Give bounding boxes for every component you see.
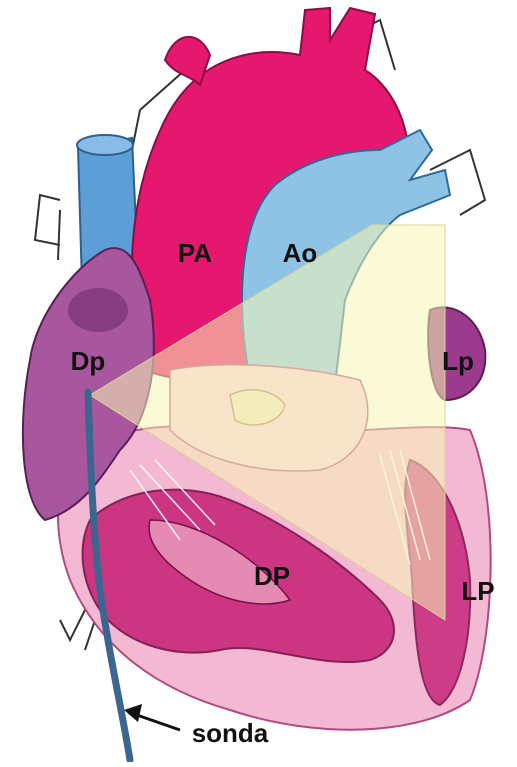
label-lp-lower: LP xyxy=(461,576,494,606)
label-dp-upper: Dp xyxy=(71,346,106,376)
label-lp-upper: Lp xyxy=(442,346,474,376)
label-probe: sonda xyxy=(192,718,269,748)
vena-cava-opening xyxy=(77,135,133,155)
label-ao: Ao xyxy=(283,238,318,268)
label-dp-lower: DP xyxy=(254,561,290,591)
label-pa: PA xyxy=(178,238,212,268)
right-atrium-opening xyxy=(68,288,128,332)
